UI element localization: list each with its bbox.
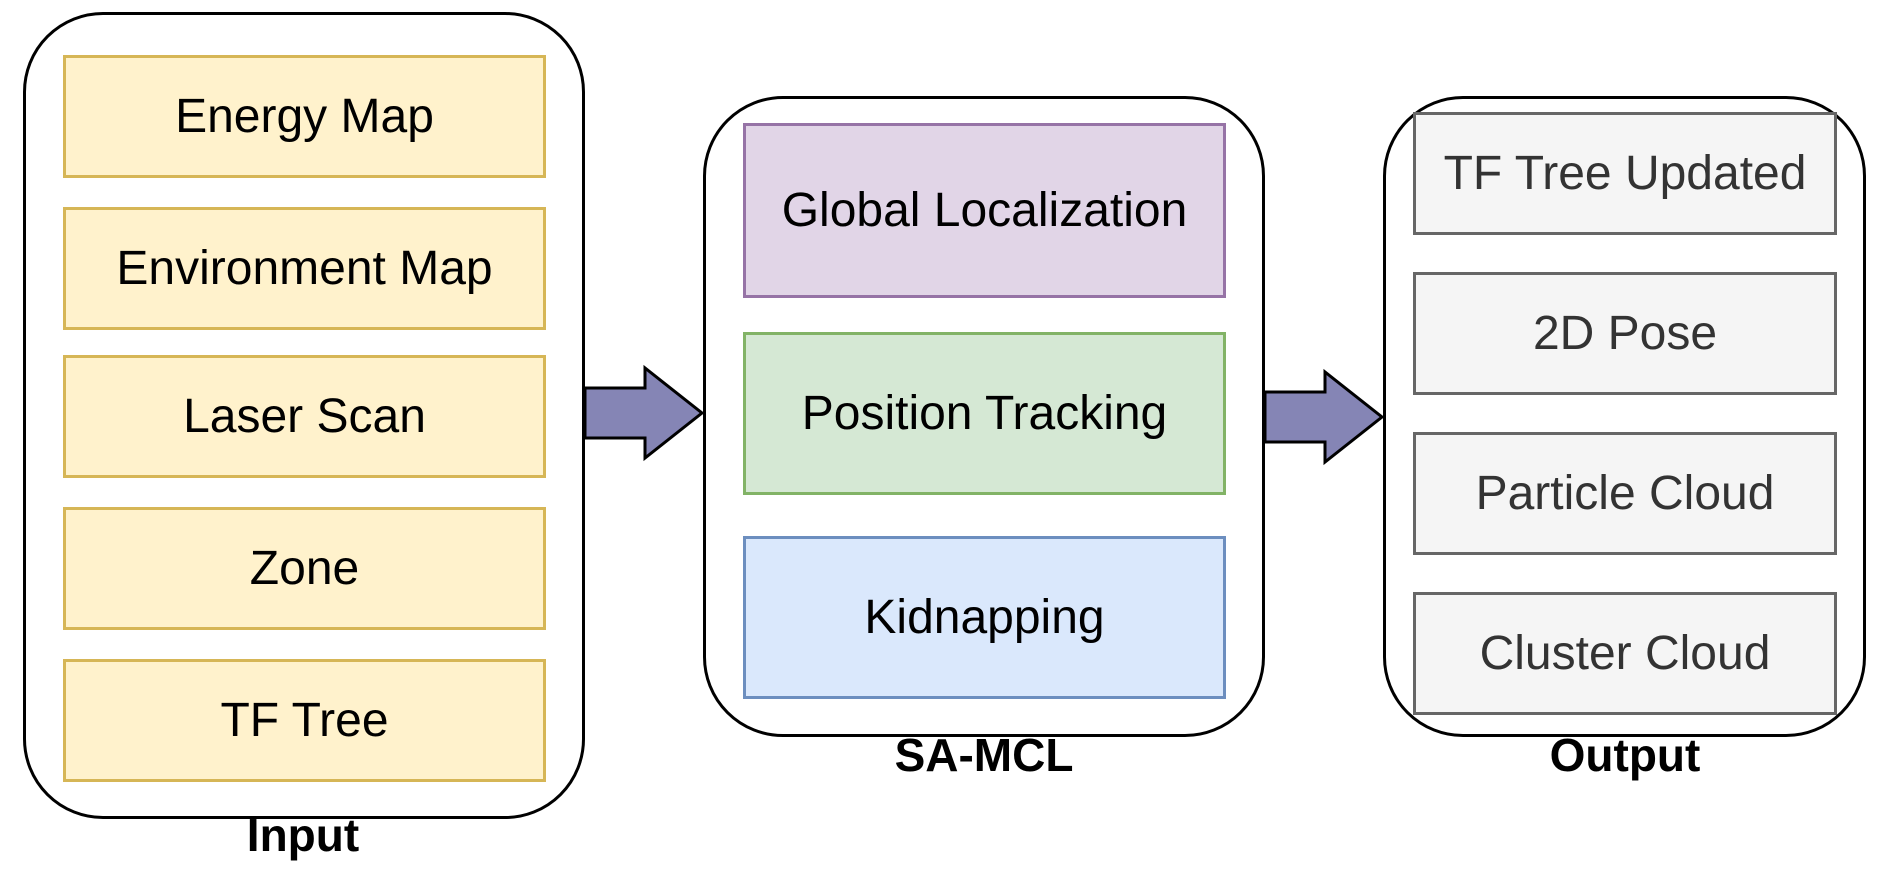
output-item-cluster-cloud: Cluster Cloud (1413, 592, 1837, 715)
input-caption: Input (246, 809, 360, 861)
samcl-item-global-localization: Global Localization (743, 123, 1226, 298)
input-item-energy-map: Energy Map (63, 55, 546, 178)
input-item-zone: Zone (63, 507, 546, 630)
input-item-environment-map: Environment Map (63, 207, 546, 330)
output-item-2d-pose: 2D Pose (1413, 272, 1837, 395)
samcl-item-kidnapping: Kidnapping (743, 536, 1226, 699)
arrow-right-icon (1263, 368, 1385, 466)
input-item-tf-tree: TF Tree (63, 659, 546, 782)
output-item-tf-tree-updated: TF Tree Updated (1413, 112, 1837, 235)
arrow-right-icon (583, 364, 705, 462)
samcl-caption: SA-MCL (894, 729, 1074, 781)
samcl-item-position-tracking: Position Tracking (743, 332, 1226, 495)
output-item-particle-cloud: Particle Cloud (1413, 432, 1837, 555)
output-caption: Output (1549, 729, 1701, 781)
input-item-laser-scan: Laser Scan (63, 355, 546, 478)
